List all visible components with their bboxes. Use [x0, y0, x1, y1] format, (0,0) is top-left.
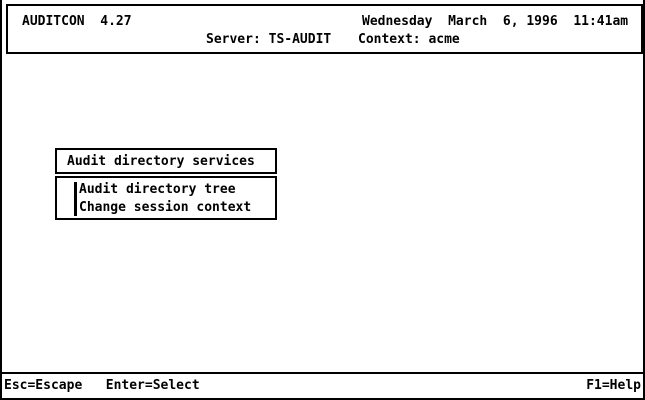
- main-content-area: Audit directory services Audit directory…: [2, 56, 643, 358]
- header-datetime: Wednesday March 6, 1996 11:41am: [362, 14, 629, 29]
- app-title: AUDITCON 4.27: [22, 14, 132, 29]
- status-bar-keys-left[interactable]: Esc=Escape Enter=Select: [4, 378, 200, 393]
- audit-directory-services-menu: Audit directory services Audit directory…: [55, 148, 277, 220]
- menu-items-panel: Audit directory tree Change session cont…: [55, 176, 277, 220]
- header-panel: AUDITCON 4.27 Wednesday March 6, 1996 11…: [6, 4, 643, 54]
- menu-item-audit-directory-tree[interactable]: Audit directory tree: [79, 182, 236, 197]
- status-bar: Esc=Escape Enter=Select F1=Help: [2, 372, 643, 398]
- header-server: Server: TS-AUDIT: [206, 32, 332, 47]
- header-context: Context: acme: [358, 32, 460, 47]
- menu-title-label: Audit directory services: [67, 154, 255, 169]
- status-bar-help-key[interactable]: F1=Help: [586, 378, 641, 393]
- menu-title-bar: Audit directory services: [55, 148, 277, 174]
- selection-cursor-bar-icon: [74, 182, 77, 216]
- menu-item-change-session-context[interactable]: Change session context: [79, 200, 252, 215]
- menu-list: Audit directory tree Change session cont…: [79, 181, 251, 217]
